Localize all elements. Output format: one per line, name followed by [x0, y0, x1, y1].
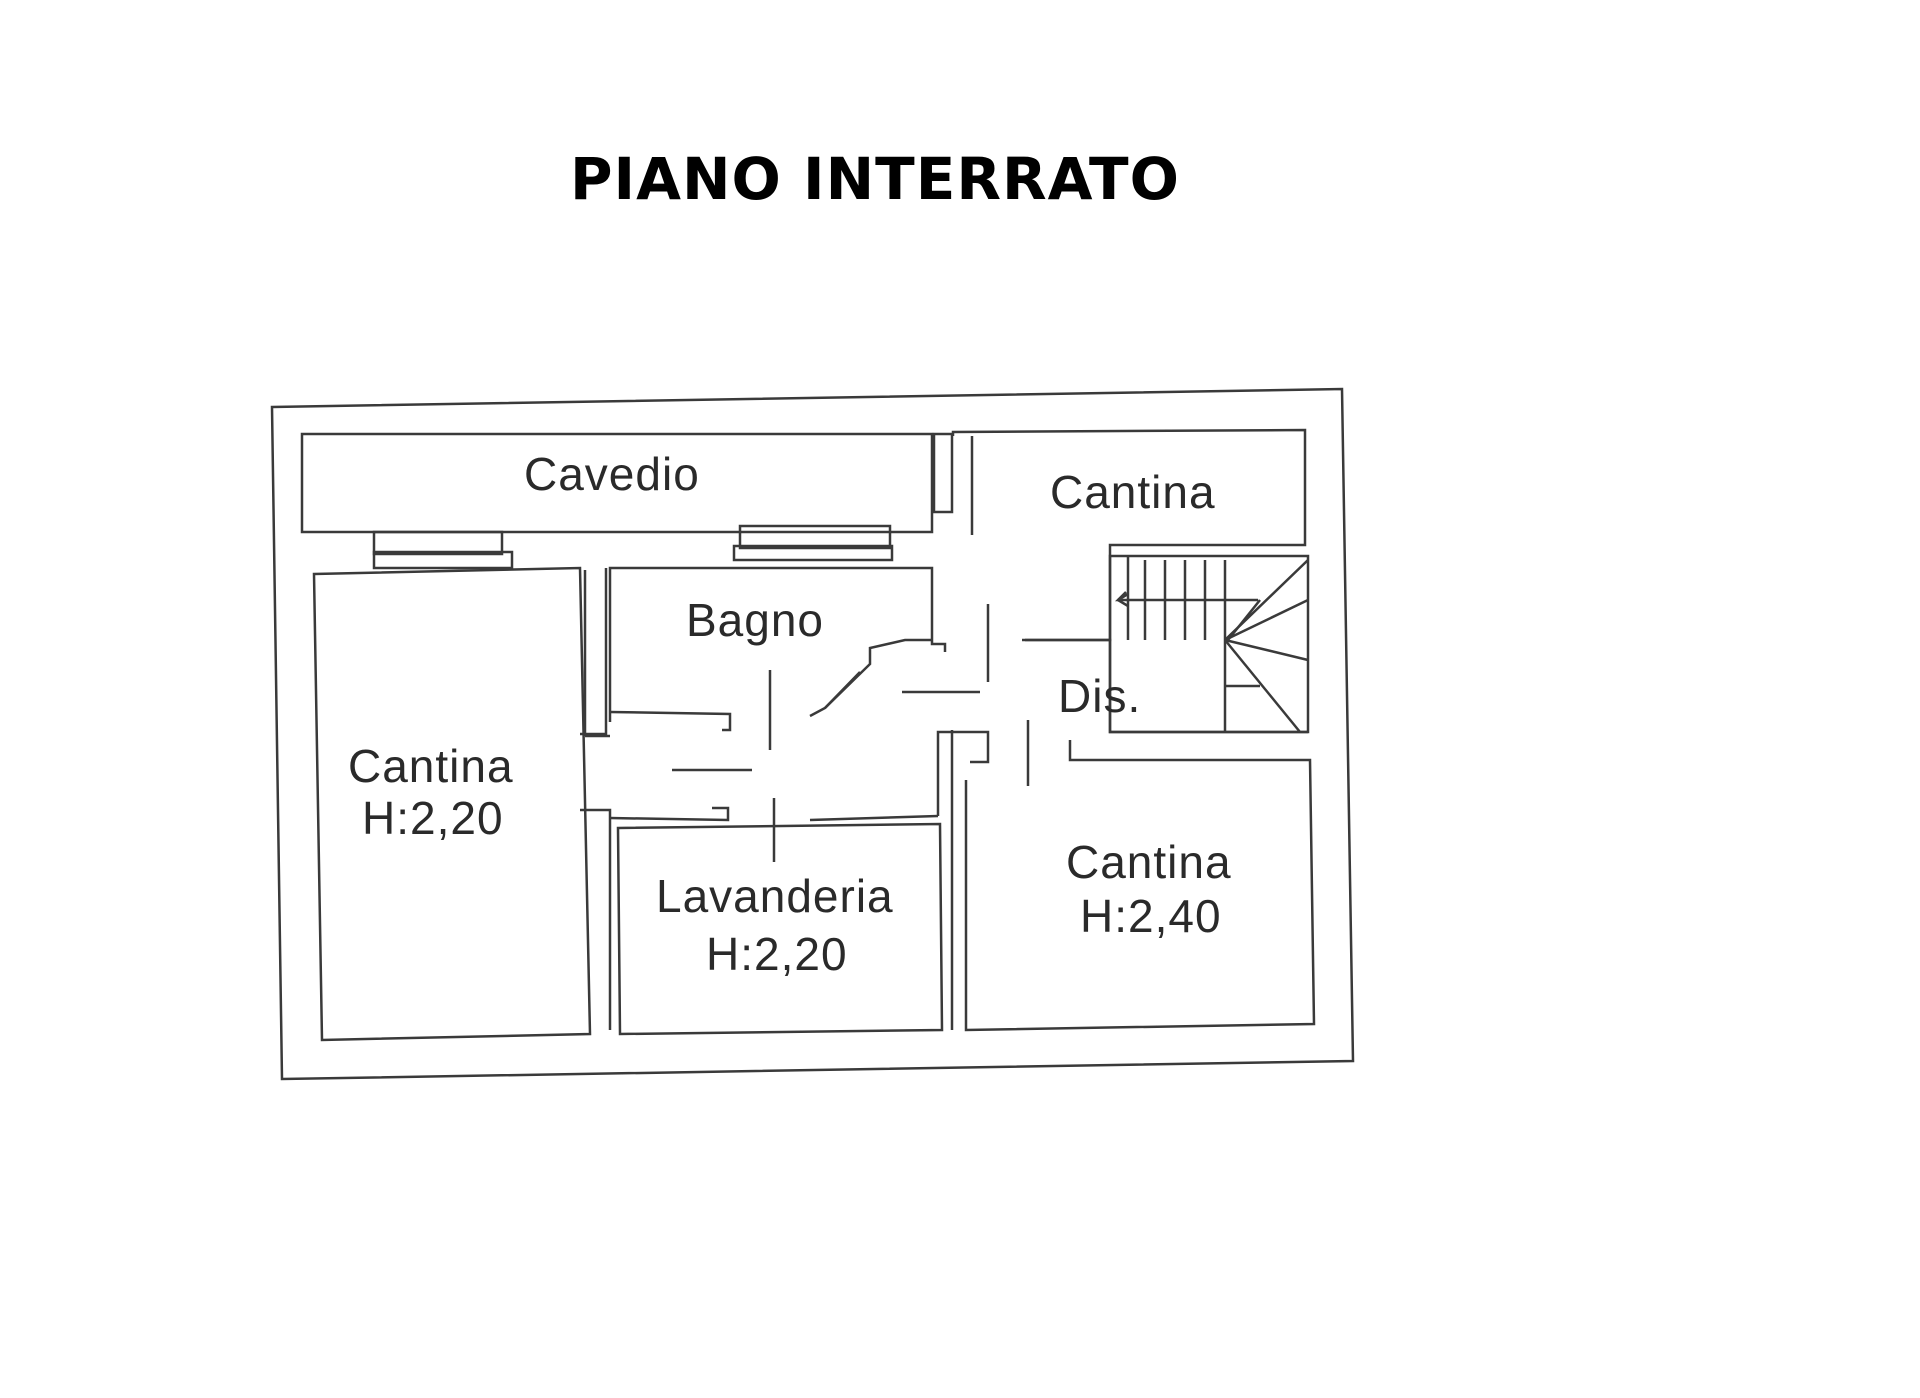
vent-center-base: [732, 544, 894, 562]
bagno-wall: [608, 566, 947, 722]
vent-left: [372, 530, 504, 556]
dis-wall: [1022, 638, 1308, 734]
vent-left-base: [372, 550, 514, 570]
bagno-door: [809, 638, 932, 718]
cantina-left-label: Cantina: [348, 740, 514, 792]
cantina-left-height: H:2,20: [362, 792, 504, 844]
cavedio-side-block: [932, 432, 954, 514]
vent-center: [738, 524, 892, 550]
plan-title: PIANO INTERRATO: [570, 145, 1180, 213]
bagno-label: Bagno: [686, 594, 824, 646]
cantina-right-label: Cantina: [1066, 836, 1232, 888]
lavanderia-height: H:2,20: [706, 928, 848, 980]
cantina-right-height: H:2,40: [1080, 890, 1222, 942]
bagno-bottom-wall: [609, 710, 732, 732]
dis-label: Dis.: [1058, 670, 1141, 722]
cantina-left-outline: [312, 566, 592, 1042]
cantina-top-label: Cantina: [1050, 466, 1216, 518]
cantina-right-wall: [964, 740, 1316, 1032]
stair-treads: [1126, 556, 1309, 733]
lavanderia-wall: [609, 806, 730, 822]
lavanderia-outline: [616, 822, 944, 1036]
outer-wall: [270, 387, 1355, 1081]
cavedio-label: Cavedio: [524, 448, 700, 500]
lavanderia-label: Lavanderia: [656, 870, 894, 922]
cavedio-outline: [300, 432, 934, 534]
